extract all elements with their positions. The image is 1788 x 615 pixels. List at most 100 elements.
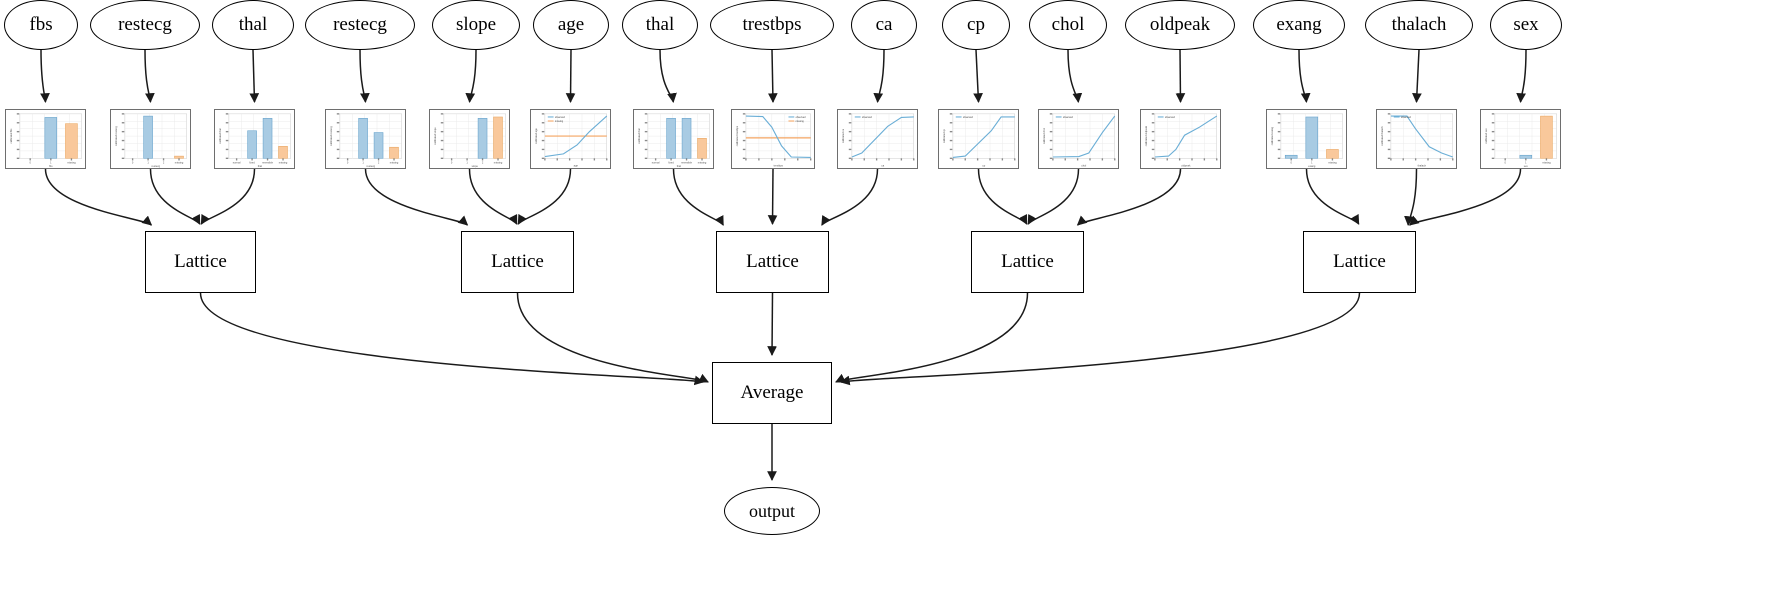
output-node-label: output bbox=[748, 500, 795, 521]
edge-restecg1-to-plot-restecg-1 bbox=[144, 49, 155, 103]
svg-text:slope: slope bbox=[472, 164, 479, 168]
svg-text:calibrated thal: calibrated thal bbox=[219, 128, 222, 144]
output-node[interactable]: output bbox=[724, 487, 820, 535]
svg-text:missing: missing bbox=[175, 162, 184, 165]
lattice-node-lattice4[interactable]: Lattice bbox=[971, 231, 1084, 293]
feature-node-oldpeak[interactable]: oldpeak bbox=[1125, 0, 1235, 50]
svg-text:missing: missing bbox=[796, 120, 805, 123]
average-node[interactable]: Average bbox=[712, 362, 832, 424]
feature-node-age[interactable]: age bbox=[533, 0, 609, 50]
edge-sex-to-plot-sex bbox=[1516, 49, 1527, 103]
feature-node-cp[interactable]: cp bbox=[942, 0, 1010, 50]
svg-text:missing: missing bbox=[1542, 162, 1551, 165]
feature-node-thal2[interactable]: thal bbox=[622, 0, 698, 50]
lattice-node-lattice3[interactable]: Lattice bbox=[716, 231, 829, 293]
feature-node-chol[interactable]: chol bbox=[1029, 0, 1107, 50]
lattice-node-lattice2[interactable]: Lattice bbox=[461, 231, 574, 293]
feature-node-slope[interactable]: slope bbox=[432, 0, 520, 50]
observed-line bbox=[745, 115, 811, 158]
svg-text:fbs: fbs bbox=[49, 164, 53, 168]
svg-text:observed: observed bbox=[1165, 116, 1176, 119]
feature-node-exang[interactable]: exang bbox=[1253, 0, 1345, 50]
svg-text:0: 0 bbox=[347, 162, 349, 165]
feature-node-fbs[interactable]: fbs bbox=[4, 0, 78, 50]
feature-node-sex[interactable]: sex bbox=[1490, 0, 1562, 50]
edge-plot-age-to-lattice2 bbox=[517, 168, 572, 225]
edge-fbs-to-plot-fbs bbox=[40, 49, 50, 103]
bar-missing bbox=[697, 138, 707, 159]
lattice-node-lattice3-label: Lattice bbox=[746, 251, 799, 272]
edge-trestbps-to-plot-trestbps bbox=[767, 49, 778, 103]
bar-missing bbox=[174, 155, 184, 159]
svg-text:calibrated chol: calibrated chol bbox=[1043, 128, 1046, 145]
svg-text:0: 0 bbox=[1504, 162, 1506, 165]
feature-node-thal1[interactable]: thal bbox=[212, 0, 294, 50]
svg-text:ca: ca bbox=[881, 165, 884, 168]
lattice-node-lattice5[interactable]: Lattice bbox=[1303, 231, 1416, 293]
bar-1 bbox=[1519, 154, 1533, 159]
feature-node-restecg1[interactable]: restecg bbox=[90, 0, 200, 50]
feature-node-label: exang bbox=[1276, 14, 1322, 35]
feature-node-restecg2[interactable]: restecg bbox=[305, 0, 415, 50]
svg-text:2: 2 bbox=[482, 162, 484, 165]
edge-plot-trestbps-to-lattice3 bbox=[767, 168, 778, 225]
bar-missing bbox=[1326, 149, 1339, 159]
edge-thal1-to-plot-thal-1 bbox=[249, 49, 260, 103]
edge-lattice2-to-average bbox=[516, 292, 709, 383]
svg-text:1: 1 bbox=[466, 162, 468, 165]
svg-text:restecg: restecg bbox=[367, 164, 376, 168]
svg-text:0: 0 bbox=[1290, 162, 1292, 165]
svg-text:missing: missing bbox=[1328, 162, 1337, 165]
svg-text:1: 1 bbox=[362, 162, 364, 165]
bar-fixed bbox=[247, 130, 257, 159]
svg-text:cp: cp bbox=[982, 165, 985, 168]
svg-text:reversible: reversible bbox=[681, 162, 692, 165]
bar-missing bbox=[65, 123, 78, 159]
edge-plot-slope-to-lattice2 bbox=[468, 168, 518, 225]
feature-node-trestbps[interactable]: trestbps bbox=[710, 0, 834, 50]
edge-ca-to-plot-ca bbox=[873, 49, 885, 103]
svg-text:thal: thal bbox=[258, 164, 263, 168]
feature-node-thalach[interactable]: thalach bbox=[1365, 0, 1473, 50]
svg-text:calibrated exang: calibrated exang bbox=[1271, 126, 1274, 145]
svg-text:0: 0 bbox=[29, 162, 31, 165]
feature-node-label: oldpeak bbox=[1149, 14, 1211, 35]
edge-slope-to-plot-slope bbox=[465, 49, 477, 103]
lattice-node-lattice1[interactable]: Lattice bbox=[145, 231, 256, 293]
bar-reversible bbox=[681, 118, 692, 159]
svg-text:missing: missing bbox=[390, 162, 399, 165]
plot-canvas: calibrated trestbpsobservedmissingtrestb… bbox=[736, 113, 812, 168]
svg-text:fixed: fixed bbox=[249, 162, 255, 165]
edge-cp-to-plot-cp bbox=[973, 49, 983, 103]
svg-text:age: age bbox=[574, 165, 579, 168]
svg-text:1: 1 bbox=[1525, 162, 1527, 165]
edge-lattice1-to-average bbox=[199, 292, 705, 386]
feature-node-label: restecg bbox=[118, 14, 172, 35]
edge-plot-restecg-1-to-lattice1 bbox=[149, 168, 201, 225]
svg-text:1: 1 bbox=[50, 162, 52, 165]
lattice-node-lattice5-label: Lattice bbox=[1333, 251, 1386, 272]
feature-node-ca[interactable]: ca bbox=[851, 0, 917, 50]
svg-text:reversible: reversible bbox=[262, 162, 273, 165]
edge-lattice3-to-average bbox=[767, 292, 777, 356]
